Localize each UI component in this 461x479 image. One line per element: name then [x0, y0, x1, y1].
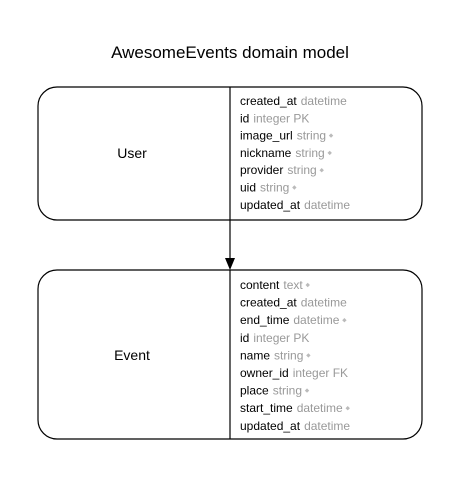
attribute-name: image_url	[240, 129, 293, 143]
required-marker-icon	[292, 185, 297, 190]
attribute-type: datetime	[297, 401, 343, 415]
attribute-name: uid	[240, 181, 256, 195]
required-marker-icon	[345, 406, 350, 411]
attribute-row: id integer PK	[240, 111, 309, 125]
entity-name: User	[117, 145, 147, 161]
attribute-name: owner_id	[240, 366, 289, 380]
entity-user: User created_at datetime id integer PK image…	[37, 86, 423, 221]
attribute-name: nickname	[240, 146, 292, 160]
attribute-row: name string	[240, 348, 311, 362]
required-marker-icon	[304, 388, 310, 393]
attribute-row: image_url string	[240, 129, 334, 143]
attribute-type: text	[283, 278, 303, 292]
attribute-type: datetime	[301, 94, 347, 108]
entity-name: Event	[114, 347, 150, 363]
attribute-type: string	[287, 163, 316, 177]
attribute-type: datetime	[304, 419, 350, 433]
required-marker-icon	[327, 150, 332, 156]
attribute-type: string	[295, 146, 324, 160]
attribute-row: uid string	[240, 181, 297, 195]
attribute-name: place	[240, 384, 269, 398]
attribute-type: integer PK	[253, 111, 309, 125]
attribute-name: created_at	[240, 94, 297, 108]
required-marker-icon	[319, 168, 324, 173]
attribute-row: provider string	[240, 163, 324, 177]
required-marker-icon	[342, 318, 347, 323]
attribute-row: place string	[240, 384, 310, 398]
relationship-user-event	[225, 220, 235, 270]
required-marker-icon	[306, 353, 311, 358]
attribute-type: datetime	[301, 296, 347, 310]
attribute-row: created_at datetime	[240, 94, 347, 108]
attribute-row: created_at datetime	[240, 296, 347, 310]
required-marker-icon	[305, 282, 310, 288]
attribute-type: string	[297, 129, 326, 143]
attribute-type: datetime	[293, 313, 339, 327]
attribute-type: string	[273, 384, 302, 398]
attribute-type: integer PK	[253, 331, 309, 345]
attribute-type: string	[260, 181, 289, 195]
arrowhead-icon	[225, 258, 235, 270]
diagram-title: AwesomeEvents domain model	[111, 43, 349, 62]
attribute-row: owner_id integer FK	[240, 366, 348, 380]
required-marker-icon	[328, 133, 334, 138]
attribute-name: updated_at	[240, 419, 301, 433]
attribute-name: created_at	[240, 296, 297, 310]
attribute-type: string	[274, 348, 303, 362]
attribute-name: id	[240, 331, 249, 345]
attribute-name: content	[240, 278, 280, 292]
attribute-name: start_time	[240, 401, 293, 415]
attribute-name: provider	[240, 163, 283, 177]
attribute-name: id	[240, 111, 249, 125]
attribute-type: integer FK	[293, 366, 348, 380]
attribute-row: start_time datetime	[240, 401, 350, 415]
attribute-name: end_time	[240, 313, 290, 327]
attribute-name: updated_at	[240, 198, 301, 212]
attribute-row: id integer PK	[240, 331, 309, 345]
attribute-type: datetime	[304, 198, 350, 212]
attribute-name: name	[240, 348, 270, 362]
